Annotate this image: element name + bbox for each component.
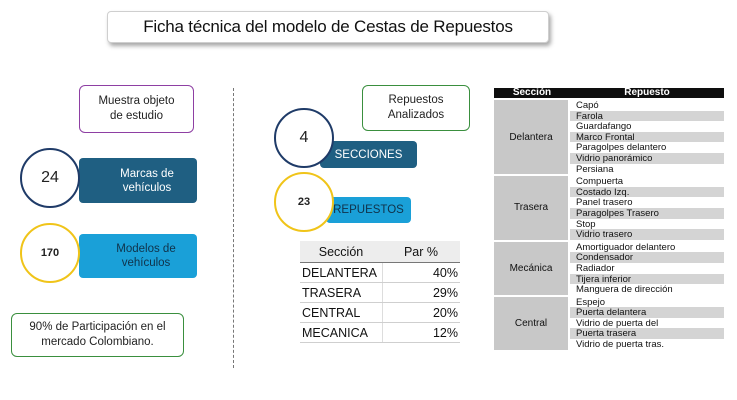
part-item: Tijera inferior (570, 273, 724, 285)
part-item: Vidrio panorámico (570, 152, 724, 164)
part-item: Persiana (570, 163, 724, 175)
parts-analyzed-box: Repuestos Analizados (362, 85, 470, 131)
part-item: Stop (570, 218, 724, 230)
sections-pill: SECCIONES (320, 141, 417, 168)
section-group-central: Central Espejo Puerta delantera Vidrio d… (494, 294, 724, 350)
parts-analyzed-label: Repuestos Analizados (387, 94, 445, 121)
brands-count: 24 (41, 169, 59, 186)
part-item: Radiador (570, 262, 724, 274)
part-item: Condensador (570, 252, 724, 263)
part-item: Vidrio trasero (570, 229, 724, 240)
models-count: 170 (40, 247, 60, 259)
section-name: Delantera (494, 100, 570, 175)
study-sample-box: Muestra objeto de estudio (79, 85, 194, 133)
section-name: Central (494, 296, 570, 350)
part-item: Paragolpes delantero (570, 142, 724, 153)
table-row: CENTRAL 20% (300, 302, 460, 323)
part-item: Costado Izq. (570, 186, 724, 198)
part-item: Puerta trasera (570, 328, 724, 340)
parts-label: REPUESTOS (333, 204, 404, 216)
column-divider (233, 88, 234, 368)
table-cell-section: CENTRAL (300, 302, 382, 323)
section-name: Trasera (494, 176, 570, 240)
table-cell-section: TRASERA (300, 282, 382, 303)
participation-table-header: Sección Par % (300, 241, 460, 263)
part-item: Guardafango (570, 121, 724, 132)
table-cell-section: DELANTERA (300, 262, 382, 283)
models-label: Modelos de vehículos (116, 243, 176, 269)
section-group-trasera: Trasera Compuerta Costado Izq. Panel tra… (494, 174, 724, 240)
models-count-circle: 170 (20, 223, 80, 283)
parts-col-header-part: Repuesto (624, 87, 670, 98)
sections-label: SECCIONES (334, 148, 403, 161)
sections-count: 4 (299, 129, 309, 146)
study-sample-label: Muestra objeto de estudio (98, 95, 175, 122)
table-cell-share: 12% (381, 322, 460, 343)
market-share-box: 90% de Participación en el mercado Colom… (11, 313, 184, 357)
table-row: DELANTERA 40% (300, 262, 460, 283)
table-cell-share: 40% (381, 262, 460, 283)
brands-pill: Marcas de vehículos (79, 158, 197, 203)
parts-by-section-table: Sección Repuesto Delantera Capó Farola G… (494, 88, 724, 350)
table-cell-section: MECANICA (300, 322, 382, 343)
parts-pill: REPUESTOS (326, 197, 411, 223)
models-pill: Modelos de vehículos (79, 234, 197, 278)
parts-table-header: Sección Repuesto (494, 88, 724, 98)
table-cell-share: 20% (381, 302, 460, 323)
part-item: Farola (570, 110, 724, 122)
page-title-text: Ficha técnica del modelo de Cestas de Re… (143, 17, 513, 36)
section-name: Mecánica (494, 241, 570, 295)
table-cell-share: 29% (381, 282, 460, 303)
brands-label: Marcas de vehículos (120, 167, 174, 194)
part-item: Manguera de dirección (570, 284, 724, 295)
part-item: Vidrio de puerta tras. (570, 339, 724, 350)
table-row: TRASERA 29% (300, 282, 460, 303)
brands-count-circle: 24 (20, 148, 80, 208)
section-group-delantera: Delantera Capó Farola Guardafango Marco … (494, 98, 724, 175)
parts-count-circle: 23 (274, 172, 334, 232)
parts-count: 23 (297, 196, 311, 208)
part-item: Paragolpes Trasero (570, 207, 724, 219)
part-item: Espejo (570, 296, 724, 308)
table-row: MECANICA 12% (300, 322, 460, 343)
market-share-text: 90% de Participación en el mercado Colom… (29, 321, 166, 348)
col-header-share: Par % (382, 241, 460, 263)
page-title: Ficha técnica del modelo de Cestas de Re… (107, 11, 549, 43)
section-group-mecanica: Mecánica Amortiguador delantero Condensa… (494, 239, 724, 295)
part-item: Puerta delantera (570, 307, 724, 318)
part-item: Capó (570, 100, 724, 111)
sections-count-circle: 4 (274, 108, 334, 168)
part-item: Marco Frontal (570, 131, 724, 143)
parts-col-header-section: Sección (512, 87, 552, 98)
col-header-section: Sección (300, 241, 382, 263)
part-item: Vidrio de puerta del (570, 317, 724, 329)
part-item: Panel trasero (570, 197, 724, 208)
part-item: Compuerta (570, 176, 724, 187)
part-item: Amortiguador delantero (570, 241, 724, 253)
participation-table: Sección Par % DELANTERA 40% TRASERA 29% … (300, 241, 460, 343)
